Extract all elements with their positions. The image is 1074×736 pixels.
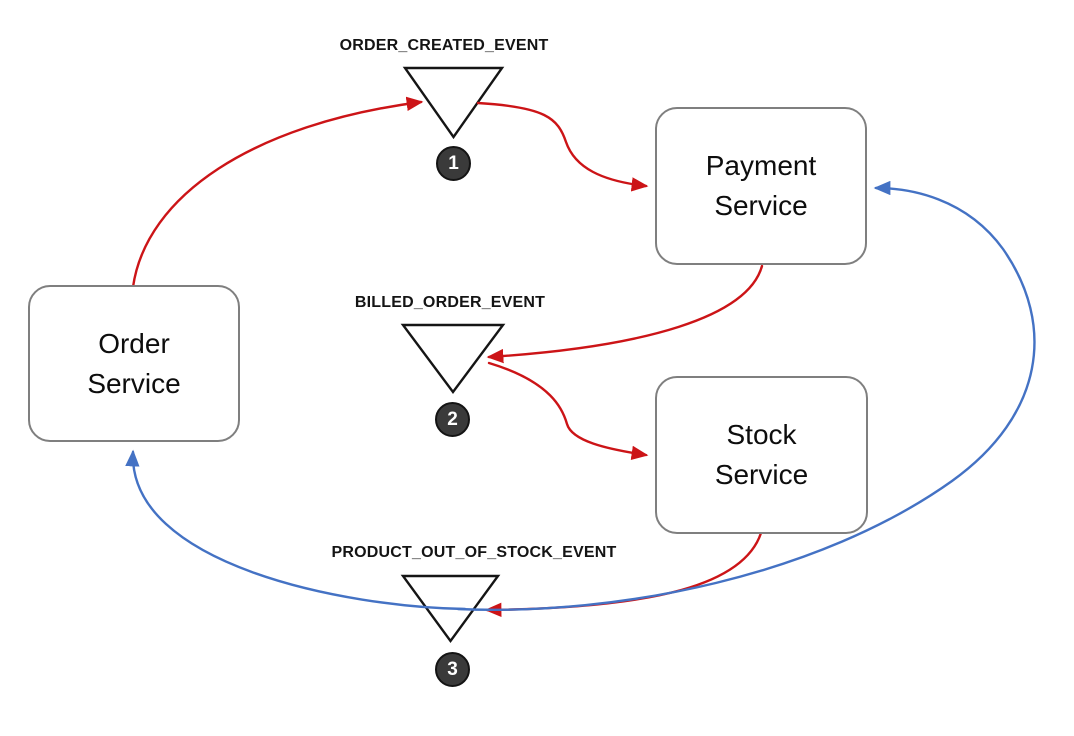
order-service-node: Order Service: [28, 285, 240, 442]
step-badge-2: 2: [435, 402, 470, 437]
arrow-payment-service-to-billed-order-event: [486, 264, 764, 364]
event-label-billed-order: BILLED_ORDER_EVENT: [354, 294, 546, 311]
stock-service-node: Stock Service: [655, 376, 868, 534]
payment-service-node: Payment Service: [655, 107, 867, 265]
step-badge-1: 1: [436, 146, 471, 181]
arrow-order-service-to-order-created-event: [131, 96, 424, 289]
arrow-order-created-event-to-payment-service: [476, 101, 649, 192]
event-label-product-out-of-stock: PRODUCT_OUT_OF_STOCK_EVENT: [331, 544, 617, 561]
arrow-product-out-of-stock-event-to-order-service: [125, 449, 467, 611]
arrow-billed-order-event-to-stock-service: [487, 361, 649, 460]
order-service-label: Order Service: [87, 327, 181, 399]
stock-service-label: Stock Service: [714, 419, 809, 490]
event-triangle-icon-billed-order: [400, 323, 506, 395]
arrow-product-out-of-stock-event-to-payment-service: [456, 180, 1036, 611]
event-label-order-created: ORDER_CREATED_EVENT: [339, 37, 549, 54]
payment-service-label: Payment Service: [705, 150, 817, 221]
step-badge-3: 3: [435, 652, 470, 687]
